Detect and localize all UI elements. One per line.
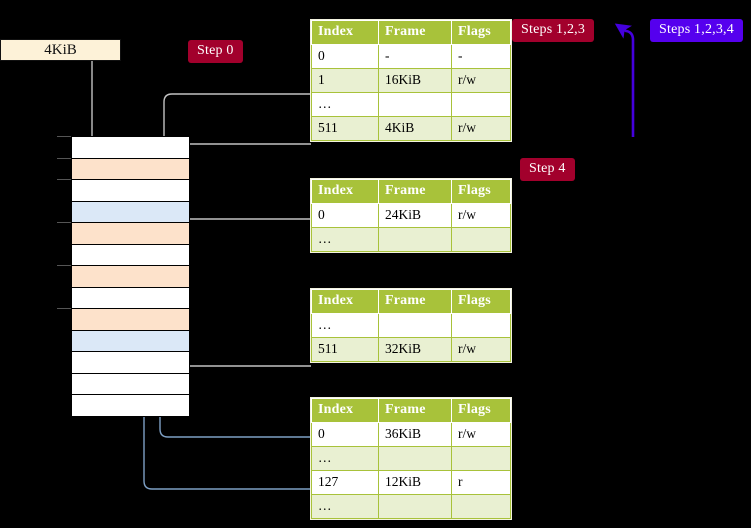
table-cell [451, 227, 511, 252]
memory-frame-row [71, 394, 190, 417]
table-cell: 1 [311, 68, 379, 93]
table-cell: r/w [451, 116, 511, 141]
badge-steps-1234: Steps 1,2,3,4 [650, 19, 743, 42]
table-cell: 24KiB [378, 203, 452, 228]
badge-steps-123: Steps 1,2,3 [512, 19, 595, 42]
frame-4kib-box: 4KiB [0, 39, 121, 61]
memory-frame-row [71, 243, 190, 266]
table-row: … [311, 92, 511, 117]
table-cell: 4KiB [378, 116, 452, 141]
column-header-index: Index [311, 289, 379, 314]
table-cell: … [311, 494, 379, 519]
table-cell [378, 92, 452, 117]
table-cell: 36KiB [378, 422, 452, 447]
memory-frame-tick [57, 179, 71, 180]
table-row: 0-- [311, 44, 511, 69]
table-cell: 16KiB [378, 68, 452, 93]
table-cell [451, 446, 511, 471]
frame-4kib-label: 4KiB [44, 41, 77, 58]
table-cell: r/w [451, 68, 511, 93]
memory-frame-row [71, 286, 190, 309]
table-cell: r/w [451, 422, 511, 447]
table-cell: 0 [311, 44, 379, 69]
table-row: … [311, 494, 511, 519]
table-cell: r/w [451, 203, 511, 228]
table-cell: 32KiB [378, 337, 452, 362]
column-header-frame: Frame [378, 398, 452, 423]
violet-bracket [614, 23, 635, 137]
memory-frame-tick [57, 222, 71, 223]
memory-frame-row [71, 329, 190, 352]
table-row: … [311, 313, 511, 338]
column-header-flags: Flags [451, 398, 511, 423]
memory-frame-row [71, 179, 190, 202]
memory-frame-row [71, 136, 190, 159]
table-cell [378, 446, 452, 471]
table-cell [451, 92, 511, 117]
table-cell [378, 494, 452, 519]
table-row: … [311, 227, 511, 252]
table-cell: 511 [311, 116, 379, 141]
memory-frame-tick [57, 136, 71, 137]
badge-step-4: Step 4 [520, 158, 575, 181]
column-header-frame: Frame [378, 20, 452, 45]
table-cell: - [451, 44, 511, 69]
wire-t1row0 [174, 218, 311, 270]
table-cell [451, 313, 511, 338]
table-cell: 0 [311, 422, 379, 447]
table-row: … [311, 446, 511, 471]
table-cell: - [378, 44, 452, 69]
memory-frame-tick [57, 265, 71, 266]
table-cell: 127 [311, 470, 379, 495]
table-cell: 0 [311, 203, 379, 228]
memory-frame-row [71, 222, 190, 245]
table-cell [451, 494, 511, 519]
memory-frame-row [71, 351, 190, 374]
physical-memory-column [57, 136, 190, 417]
memory-frame-row [71, 372, 190, 395]
table-cell: r [451, 470, 511, 495]
column-header-index: Index [311, 179, 379, 204]
table-cell: … [311, 313, 379, 338]
table-cell [378, 313, 452, 338]
column-header-frame: Frame [378, 179, 452, 204]
column-header-flags: Flags [451, 20, 511, 45]
memory-frame-tick [57, 308, 71, 309]
column-header-frame: Frame [378, 289, 452, 314]
column-header-flags: Flags [451, 289, 511, 314]
column-header-index: Index [311, 398, 379, 423]
table-cell: … [311, 92, 379, 117]
memory-frame-row [71, 157, 190, 180]
wire-t2row511 [174, 301, 311, 367]
column-header-index: Index [311, 20, 379, 45]
column-header-flags: Flags [451, 179, 511, 204]
wire-t0row511 [168, 143, 311, 162]
table-cell: … [311, 446, 379, 471]
memory-frame-row [71, 308, 190, 331]
table-cell: 12KiB [378, 470, 452, 495]
badge-step-0: Step 0 [188, 40, 243, 63]
memory-frame-row [71, 265, 190, 288]
table-cell [378, 227, 452, 252]
table-cell: r/w [451, 337, 511, 362]
table-cell: … [311, 227, 379, 252]
memory-frame-row [71, 200, 190, 223]
table-cell: 511 [311, 337, 379, 362]
memory-frame-tick [57, 157, 71, 159]
